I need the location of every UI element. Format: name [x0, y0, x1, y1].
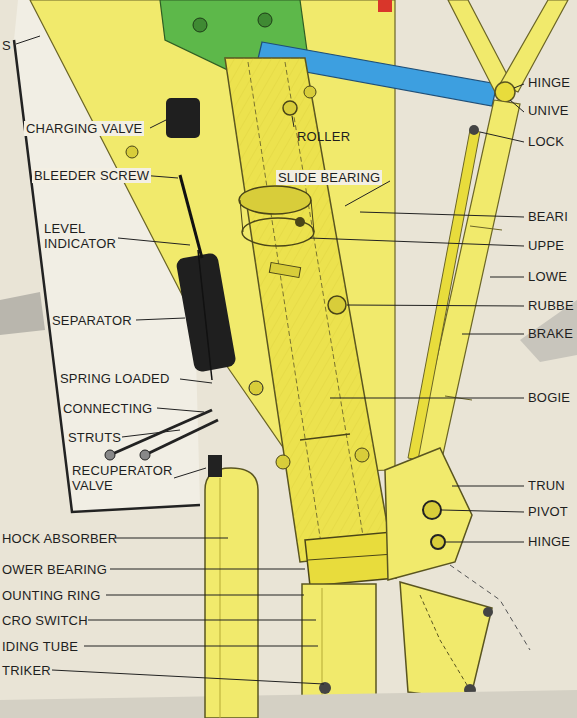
separator [175, 252, 236, 373]
leader-lines [16, 36, 524, 684]
part-label: BLEEDER SCREW [32, 168, 151, 183]
part-label: HOCK ABSORBER [2, 531, 117, 546]
red-fitting [378, 0, 392, 12]
part-label: UPPE [528, 238, 564, 253]
slide-bearing [239, 186, 311, 214]
part-label: HINGE [528, 75, 570, 90]
recuperator-valve [208, 455, 222, 477]
part-label: OWER BEARING [2, 562, 107, 577]
part-label: STRUTS [68, 430, 121, 445]
part-label: UNIVE [528, 103, 569, 118]
part-label: BEARI [528, 209, 568, 224]
part-label: HINGE [528, 534, 570, 549]
bleeder-screw [180, 175, 202, 258]
roller [283, 101, 297, 115]
part-label: S [2, 38, 11, 53]
part-label: BOGIE [528, 390, 570, 405]
part-label: SEPARATOR [52, 313, 132, 328]
part-label: LEVEL INDICATOR [44, 221, 120, 251]
lower-bearing [305, 532, 396, 586]
part-label: PIVOT [528, 504, 568, 519]
part-label: OUNTING RING [2, 588, 100, 603]
part-label: CHARGING VALVE [24, 121, 144, 136]
part-label: BRAKE [528, 326, 573, 341]
rubber-stop [328, 296, 346, 314]
part-label: LOCK [528, 134, 564, 149]
part-label: TRIKER [2, 663, 51, 678]
part-label: CRO SWITCH [2, 613, 88, 628]
part-label: CONNECTING [63, 401, 152, 416]
wing-part [0, 292, 45, 335]
brake-rod [408, 130, 480, 460]
bogie-lever [400, 582, 492, 700]
part-label: TRUN [528, 478, 565, 493]
hinge [431, 535, 445, 549]
part-label: IDING TUBE [2, 639, 78, 654]
part-label: RUBBE [528, 298, 574, 313]
part-label: RECUPERATOR VALVE [72, 463, 172, 493]
connecting-strut [145, 420, 218, 455]
part-label: ROLLER [297, 129, 350, 144]
charging-valve [166, 98, 200, 138]
part-label: SLIDE BEARING [276, 170, 382, 185]
pivot [423, 501, 441, 519]
part-label: LOWE [528, 269, 567, 284]
part-label: SPRING LOADED [60, 371, 170, 386]
trunnion [385, 448, 472, 580]
